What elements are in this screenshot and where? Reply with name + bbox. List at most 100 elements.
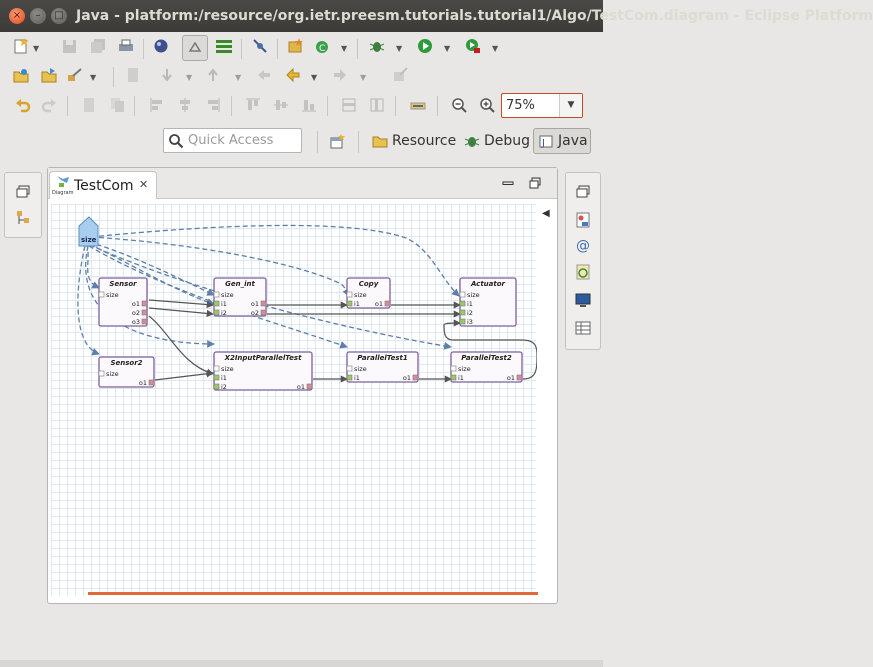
- brush-dropdown-icon[interactable]: ▼: [90, 73, 97, 82]
- output-port[interactable]: [141, 309, 148, 316]
- back-dropdown-icon[interactable]: ▼: [311, 73, 318, 82]
- dependency-edge[interactable]: [90, 224, 460, 297]
- horizontal-scrollbar-indicator[interactable]: [88, 592, 538, 595]
- input-port[interactable]: [98, 370, 105, 377]
- input-port[interactable]: [346, 365, 353, 372]
- open-perspective-icon[interactable]: [328, 133, 346, 151]
- redo-icon[interactable]: [40, 96, 58, 114]
- output-port[interactable]: [384, 300, 391, 307]
- dependency-edge[interactable]: [88, 243, 215, 306]
- brush-icon[interactable]: [66, 66, 84, 84]
- zoom-out-icon[interactable]: [450, 96, 468, 114]
- perspective-debug[interactable]: Debug: [464, 128, 530, 154]
- input-port[interactable]: [213, 374, 220, 381]
- input-port[interactable]: [346, 291, 353, 298]
- output-port[interactable]: [306, 383, 313, 390]
- maximize-window-button[interactable]: □: [51, 8, 67, 24]
- new-icon[interactable]: [12, 37, 30, 55]
- quick-access-field[interactable]: Quick Access: [163, 128, 302, 153]
- print-icon[interactable]: [117, 37, 135, 55]
- fifo-edge[interactable]: [148, 299, 214, 309]
- toggle-mark-occurrences-icon[interactable]: [182, 35, 208, 61]
- annotation-icon[interactable]: [124, 66, 142, 84]
- match-height-icon[interactable]: [340, 96, 358, 114]
- close-window-button[interactable]: ×: [9, 8, 25, 24]
- pin-editor-icon[interactable]: [391, 66, 409, 84]
- save-icon[interactable]: [60, 37, 78, 55]
- vertical-scrollbar[interactable]: ◀: [537, 204, 554, 596]
- last-edit-icon[interactable]: [255, 66, 273, 84]
- input-port[interactable]: [98, 291, 105, 298]
- new-dropdown-icon[interactable]: ▼: [33, 44, 40, 53]
- forward-icon[interactable]: [331, 66, 349, 84]
- input-port[interactable]: [346, 300, 353, 307]
- input-port[interactable]: [213, 365, 220, 372]
- maximize-editor-icon[interactable]: [526, 174, 544, 192]
- dependency-edge[interactable]: [90, 236, 350, 297]
- output-port[interactable]: [412, 374, 419, 381]
- output-port[interactable]: [141, 318, 148, 325]
- run-icon[interactable]: [416, 37, 434, 55]
- declaration-icon[interactable]: [574, 263, 592, 281]
- zoom-dropdown-arrow[interactable]: ▼: [559, 94, 582, 117]
- collapse-palette-icon[interactable]: ◀: [542, 208, 550, 219]
- dependency-edge[interactable]: [88, 241, 215, 296]
- sphere-icon[interactable]: [152, 37, 170, 55]
- back-icon[interactable]: [284, 66, 302, 84]
- outline-icon[interactable]: [574, 211, 592, 229]
- fifo-edge[interactable]: [443, 319, 538, 380]
- align-left-icon[interactable]: [148, 96, 166, 114]
- zoom-value[interactable]: 75%: [506, 98, 535, 113]
- restore-icon[interactable]: [14, 183, 32, 201]
- input-port[interactable]: [459, 309, 466, 316]
- save-all-icon[interactable]: [89, 37, 107, 55]
- minimize-editor-icon[interactable]: [499, 174, 517, 192]
- forward-dropdown-icon[interactable]: ▼: [360, 73, 367, 82]
- align-middle-icon[interactable]: [272, 96, 290, 114]
- external-tools-dropdown-icon[interactable]: ▼: [492, 44, 499, 53]
- export-image-icon[interactable]: [409, 96, 427, 114]
- skip-breakpoints-icon[interactable]: [251, 37, 269, 55]
- match-width-icon[interactable]: [368, 96, 386, 114]
- perspective-resource[interactable]: Resource: [372, 128, 456, 154]
- input-port[interactable]: [459, 318, 466, 325]
- block-selection-icon[interactable]: [215, 37, 233, 55]
- restore-icon[interactable]: [574, 183, 592, 201]
- output-port[interactable]: [260, 300, 267, 307]
- new-type-dropdown-icon[interactable]: ▼: [341, 44, 348, 53]
- open-task-icon[interactable]: [40, 66, 58, 84]
- next-annotation-icon[interactable]: [158, 66, 176, 84]
- minimize-window-button[interactable]: –: [30, 8, 46, 24]
- input-port[interactable]: [450, 365, 457, 372]
- run-dropdown-icon[interactable]: ▼: [444, 44, 451, 53]
- input-port[interactable]: [213, 383, 220, 390]
- input-port[interactable]: [213, 300, 220, 307]
- perspective-java[interactable]: J Java: [533, 128, 591, 154]
- external-tools-icon[interactable]: [464, 37, 482, 55]
- fifo-edge[interactable]: [148, 315, 214, 376]
- align-right-icon[interactable]: [204, 96, 222, 114]
- close-tab-icon[interactable]: ✕: [139, 178, 149, 191]
- zoom-combo[interactable]: 75% ▼: [501, 93, 583, 118]
- delete-icon[interactable]: [80, 96, 98, 114]
- align-bottom-icon[interactable]: [300, 96, 318, 114]
- input-port[interactable]: [213, 291, 220, 298]
- open-type-icon[interactable]: [12, 66, 30, 84]
- tab-testcom[interactable]: Diagram TestCom ✕: [49, 171, 157, 199]
- parameter-shape[interactable]: [78, 216, 99, 247]
- output-port[interactable]: [148, 379, 155, 386]
- output-port[interactable]: [260, 309, 267, 316]
- package-explorer-icon[interactable]: [14, 209, 32, 227]
- fifo-edge[interactable]: [148, 307, 214, 317]
- prev-annotation-icon[interactable]: [204, 66, 222, 84]
- debug-icon[interactable]: [368, 37, 386, 55]
